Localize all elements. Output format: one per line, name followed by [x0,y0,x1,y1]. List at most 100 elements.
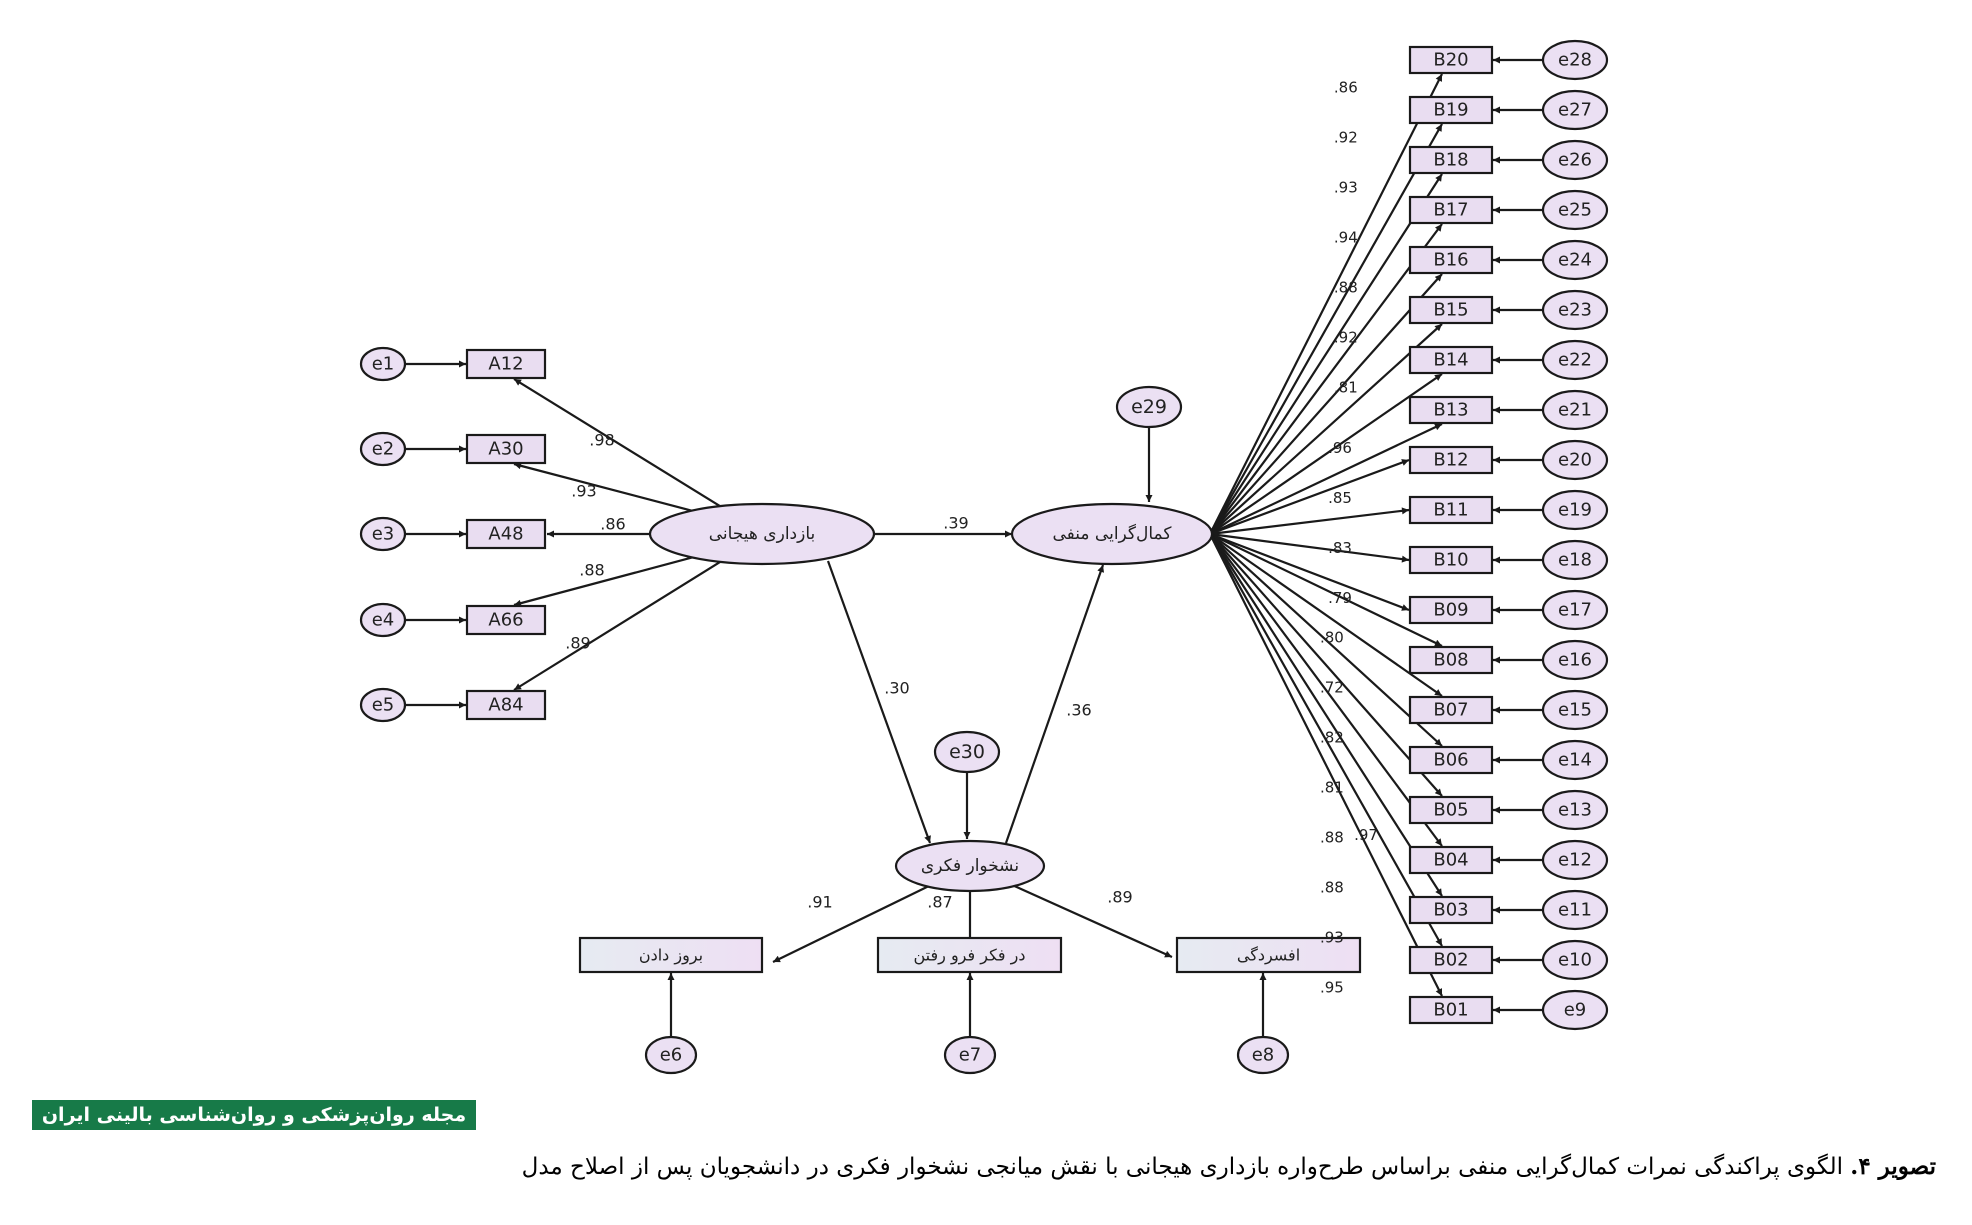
loading-b12-arrow [1209,458,1410,536]
error-e20 [1541,439,1609,481]
loading-b19-coef: .86 [1334,79,1358,97]
error-e14 [1541,739,1609,781]
indicator-b04-label: B04 [1433,850,1468,871]
error-e2-label: e2 [372,439,395,460]
error-e12 [1541,839,1609,881]
error-e16-label: e16 [1558,650,1592,671]
figure-caption: تصویر ۴. الگوی پراکندگی نمرات کمال‌گرایی… [36,1150,1936,1184]
error-e3 [359,516,407,552]
loading-b04-arrow [1209,533,1443,847]
error-e9 [1541,989,1609,1031]
indicator-b15-label: B15 [1433,300,1468,321]
error-e9-label: e9 [1564,1000,1587,1021]
loading-b11-coef: .85 [1328,489,1352,507]
indicator-b02-label: B02 [1433,950,1468,971]
indicator-b16 [1408,245,1494,275]
disturbance-e29 [1115,385,1183,429]
loading-b02-arrow [1209,533,1443,947]
indicator-b18 [1408,145,1494,175]
rumination-ind-2 [876,936,1063,974]
indicator-b17-label: B17 [1433,200,1468,221]
rumination-ind-1 [578,936,764,974]
indicator-b18-label: B18 [1433,150,1468,171]
loading-b07-arrow [1209,533,1443,697]
rumination-ind-2-label: در فکر فرو رفتن [913,946,1025,966]
path-l1-l3-coef: .30 [884,679,909,698]
loading-b19-arrow [1209,123,1443,535]
error-e27 [1541,89,1609,131]
latent-emotional-inhibition [648,502,876,566]
loading-b10-arrow [1209,532,1410,563]
loading-b12-coef: .96 [1328,439,1352,457]
indicator-b03 [1408,895,1494,925]
latent-negative-perfectionism [1010,502,1214,566]
loading-b11-arrow [1209,507,1410,536]
error-e28-label: e28 [1558,50,1592,71]
loading-a84-arrow [513,560,721,691]
error-e28 [1541,39,1609,81]
indicator-b06-label: B06 [1433,750,1468,771]
indicator-a12 [465,348,547,380]
indicator-a84-label: A84 [488,695,523,716]
error-e12-label: e12 [1558,850,1592,871]
error-e27-label: e27 [1558,100,1592,121]
loading-b17-arrow [1209,223,1443,535]
error-e22 [1541,339,1609,381]
loading-b09-coef: .79 [1328,589,1352,607]
path-l1-l2-coef: .39 [943,514,968,533]
rumination-ind-3-label: افسردگی [1237,946,1300,966]
indicator-b10-label: B10 [1433,550,1468,571]
indicator-b11-label: B11 [1433,500,1468,521]
loading-b02-coef: .93 [1320,929,1344,947]
figure-caption-text: الگوی پراکندگی نمرات کمال‌گرایی منفی برا… [521,1154,1851,1180]
indicator-b20 [1408,45,1494,75]
indicator-b08-label: B08 [1433,650,1468,671]
indicator-b17 [1408,195,1494,225]
indicator-b10 [1408,545,1494,575]
loading-b18-coef: .92 [1334,129,1358,147]
latent-negative-perfectionism-label: کمال‌گرایی منفی [1053,523,1173,544]
loading-a30-coef: .93 [571,482,596,501]
error-e16 [1541,639,1609,681]
disturbance-e30 [933,730,1001,774]
indicator-b20-label: B20 [1433,50,1468,71]
loading-b13-arrow [1209,423,1443,535]
indicator-a30-label: A30 [488,439,523,460]
error-e4-label: e4 [372,610,395,631]
figure-caption-label: تصویر ۴. [1850,1153,1936,1180]
indicator-b15 [1408,295,1494,325]
loading-b18-arrow [1209,173,1443,535]
error-e21-label: e21 [1558,400,1592,421]
loading-b01-coef: .95 [1320,979,1344,997]
loading-extra-coef: .97 [1354,826,1378,844]
rumination-ind-3 [1175,936,1362,974]
error-e6-label: e6 [660,1045,683,1066]
indicator-b13-label: B13 [1433,400,1468,421]
indicator-a66-label: A66 [488,610,523,631]
rumination-ind-3-loading-arrow [1013,884,1173,959]
loading-b14-arrow [1209,373,1443,535]
loading-b20-arrow [1209,73,1443,535]
error-e26 [1541,139,1609,181]
loading-b03-arrow [1209,533,1443,897]
loading-a30-arrow [513,462,692,512]
indicator-b08 [1408,645,1494,675]
path-l3-l2-arrow [1004,564,1105,844]
indicator-b13 [1408,395,1494,425]
error-e23 [1541,289,1609,331]
loading-a66-coef: .88 [579,561,604,580]
indicator-b12-label: B12 [1433,450,1468,471]
error-e11 [1541,889,1609,931]
error-e26-label: e26 [1558,150,1592,171]
error-e21 [1541,389,1609,431]
error-e24 [1541,239,1609,281]
indicator-b07-label: B07 [1433,700,1468,721]
error-e18-label: e18 [1558,550,1592,571]
loading-b14-coef: .92 [1334,329,1358,347]
loading-a66-arrow [513,556,693,607]
loading-b10-coef: .83 [1328,539,1352,557]
loading-a84-coef: .89 [565,634,590,653]
loading-b09-arrow [1209,532,1410,612]
loading-b13-coef: .81 [1334,379,1358,397]
